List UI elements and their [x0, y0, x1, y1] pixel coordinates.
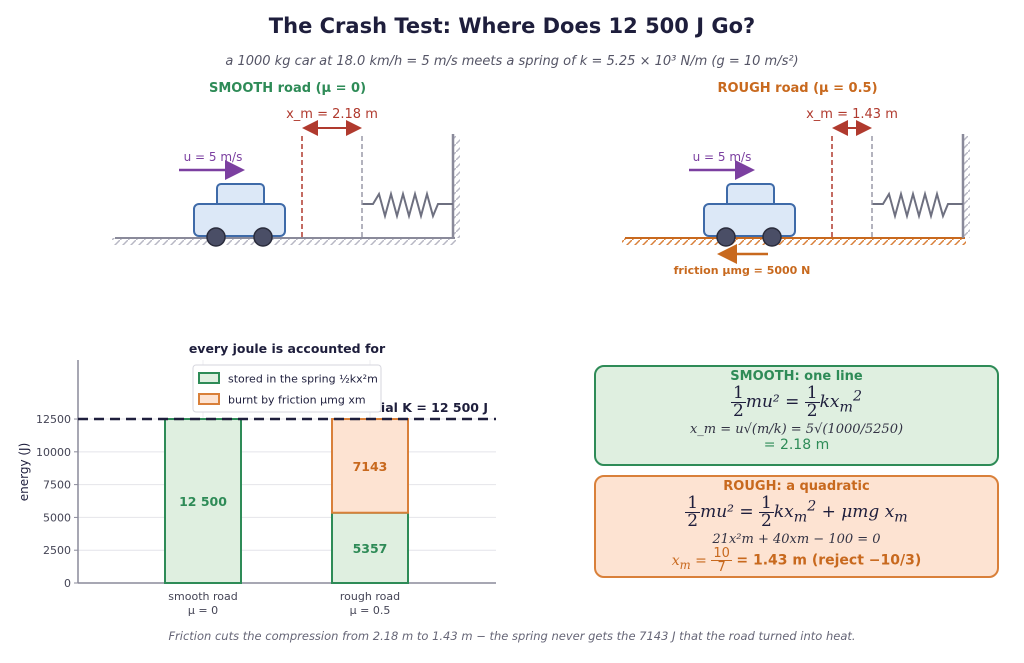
- spring-energy-bar: [164, 418, 242, 584]
- category-label: rough road: [340, 590, 400, 603]
- smooth-wall-hatch: [452, 136, 460, 238]
- y-axis-label: energy (J): [17, 443, 31, 502]
- smooth-box-heading: SMOOTH: one line: [730, 369, 863, 384]
- friction-label: friction μmg = 5000 N: [674, 264, 811, 277]
- y-tick-label: 5000: [43, 511, 71, 524]
- rough-road-label: ROUGH road (μ = 0.5): [717, 81, 878, 96]
- rough-car-body: [703, 203, 796, 237]
- rough-ground-hatch: [622, 238, 966, 245]
- page-title: The Crash Test: Where Does 12 500 J Go?: [268, 14, 756, 38]
- smooth-velocity-label: u = 5 m/s: [184, 150, 243, 164]
- smooth-car-wheel-front: [253, 227, 273, 247]
- y-tick-label: 7500: [43, 479, 71, 492]
- spring-energy-bar: [331, 511, 409, 584]
- bar-data-label: 5357: [353, 541, 388, 556]
- smooth-box-line: x_m = u√(m/k) = 5√(1000/5250): [689, 422, 904, 437]
- rough-velocity-label: u = 5 m/s: [693, 150, 752, 164]
- legend-swatch: [198, 372, 220, 384]
- legend-label: stored in the spring ½kx²m: [228, 373, 378, 386]
- smooth-scene: x_m = 2.18 m u = 5 m/s: [112, 107, 460, 247]
- y-tick-label: 10000: [36, 446, 71, 459]
- rough-box-heading: ROUGH: a quadratic: [723, 479, 870, 494]
- smooth-ground-hatch: [112, 238, 456, 245]
- rough-spring: [872, 190, 963, 220]
- category-sublabel: μ = 0: [188, 604, 218, 617]
- smooth-spring: [362, 190, 453, 220]
- chart-title: every joule is accounted for: [189, 341, 386, 356]
- energy-chart: 0 2500 5000 7500 10000 12500 every joule is ac…: [17, 341, 496, 617]
- category-label: smooth road: [168, 590, 237, 603]
- rough-wall-hatch: [962, 136, 970, 238]
- rough-box-line: 21x²m + 40xm − 100 = 0: [712, 532, 881, 547]
- smooth-road-label: SMOOTH road (μ = 0): [208, 81, 367, 96]
- category-sublabel: μ = 0.5: [350, 604, 391, 617]
- y-tick-label: 2500: [43, 544, 71, 557]
- rough-xm-label: x_m = 1.43 m: [806, 107, 898, 122]
- rough-car-wheel-front: [762, 227, 782, 247]
- rough-car-wheel-rear: [716, 227, 736, 247]
- rough-box-result-text: = 1.43 m (reject −10/3): [736, 552, 922, 569]
- legend-swatch: [198, 393, 220, 405]
- y-tick-label: 12500: [36, 413, 71, 426]
- legend-label: burnt by friction μmg xm: [228, 394, 366, 407]
- initial-energy-label: initial K = 12 500 J: [357, 400, 488, 415]
- y-tick-label: 0: [64, 577, 71, 590]
- smooth-xm-label: x_m = 2.18 m: [286, 107, 378, 122]
- page-subtitle: a 1000 kg car at 18.0 km/h = 5 m/s meets…: [225, 54, 799, 69]
- rough-scene: x_m = 1.43 m u = 5 m/s friction μmg = 50…: [622, 107, 970, 277]
- crash-scenes: x_m = 2.18 m u = 5 m/s x_m = 1.43 m u = …: [112, 107, 970, 277]
- smooth-car-body: [193, 203, 286, 237]
- smooth-box-result: = 2.18 m: [763, 437, 830, 453]
- legend-box: [192, 364, 382, 413]
- bar-data-label: 12 500: [179, 494, 227, 509]
- smooth-car-wheel-rear: [206, 227, 226, 247]
- bar-data-label: 7143: [353, 459, 388, 474]
- footer-caption: Friction cuts the compression from 2.18 …: [168, 629, 856, 643]
